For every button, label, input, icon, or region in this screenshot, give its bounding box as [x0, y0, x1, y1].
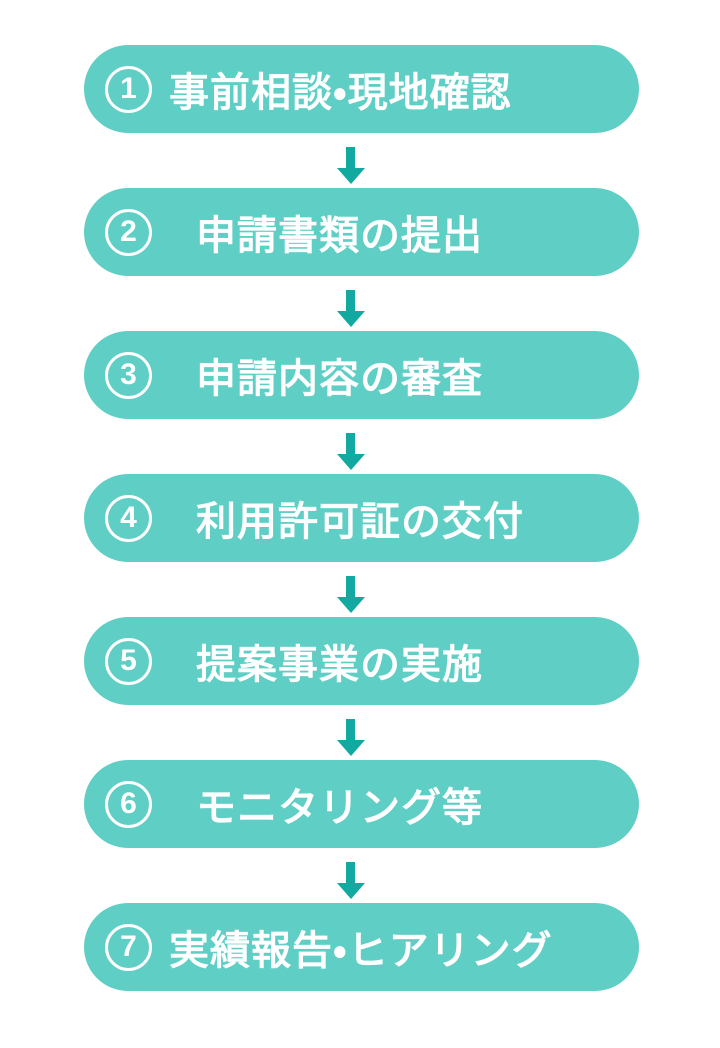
arrow-slot	[84, 133, 639, 188]
arrow-stem	[346, 433, 355, 454]
arrow-stem	[346, 719, 355, 740]
arrow-head	[336, 168, 365, 184]
flow-step-4: 4 利用許可証の交付	[84, 474, 639, 562]
arrow-stem	[346, 576, 355, 597]
down-arrow-icon	[336, 433, 365, 474]
step-number-badge: 7	[105, 923, 152, 971]
down-arrow-icon	[336, 719, 365, 760]
down-arrow-icon	[336, 576, 365, 617]
step-number: 1	[120, 72, 137, 105]
arrow-head	[336, 740, 365, 756]
step-number: 5	[120, 644, 137, 677]
down-arrow-icon	[336, 290, 365, 331]
step-label: 実績報告・ヒアリング	[169, 929, 553, 973]
step-number: 4	[120, 501, 137, 534]
flow-step-1: 1 事前相談・現地確認	[84, 45, 639, 133]
arrow-head	[336, 597, 365, 613]
arrow-head	[336, 454, 365, 470]
arrow-slot	[84, 419, 639, 474]
step-number-badge: 6	[105, 780, 152, 828]
step-number-badge: 4	[105, 494, 152, 542]
step-label: 申請内容の審査	[196, 357, 483, 401]
flow-step-5: 5 提案事業の実施	[84, 617, 639, 705]
step-label: 事前相談・現地確認	[169, 71, 512, 115]
step-number: 6	[120, 787, 137, 820]
step-number-badge: 3	[105, 351, 152, 399]
flow-step-7: 7 実績報告・ヒアリング	[84, 903, 639, 991]
flow-step-3: 3 申請内容の審査	[84, 331, 639, 419]
step-label: 提案事業の実施	[196, 643, 483, 687]
arrow-slot	[84, 276, 639, 331]
down-arrow-icon	[336, 147, 365, 188]
arrow-slot	[84, 562, 639, 617]
step-number: 7	[120, 930, 137, 963]
arrow-head	[336, 883, 365, 899]
step-label: 申請書類の提出	[196, 214, 483, 258]
arrow-stem	[346, 290, 355, 311]
arrow-slot	[84, 848, 639, 903]
down-arrow-icon	[336, 862, 365, 903]
step-number: 2	[120, 215, 137, 248]
flow-step-6: 6 モニタリング等	[84, 760, 639, 848]
arrow-stem	[346, 147, 355, 168]
flow-step-2: 2 申請書類の提出	[84, 188, 639, 276]
step-number-badge: 5	[105, 637, 152, 685]
step-label: モニタリング等	[196, 786, 483, 830]
step-label: 利用許可証の交付	[196, 500, 524, 544]
arrow-slot	[84, 705, 639, 760]
step-number-badge: 1	[105, 65, 152, 113]
arrow-head	[336, 311, 365, 327]
step-number-badge: 2	[105, 208, 152, 256]
step-number: 3	[120, 358, 137, 391]
arrow-stem	[346, 862, 355, 883]
